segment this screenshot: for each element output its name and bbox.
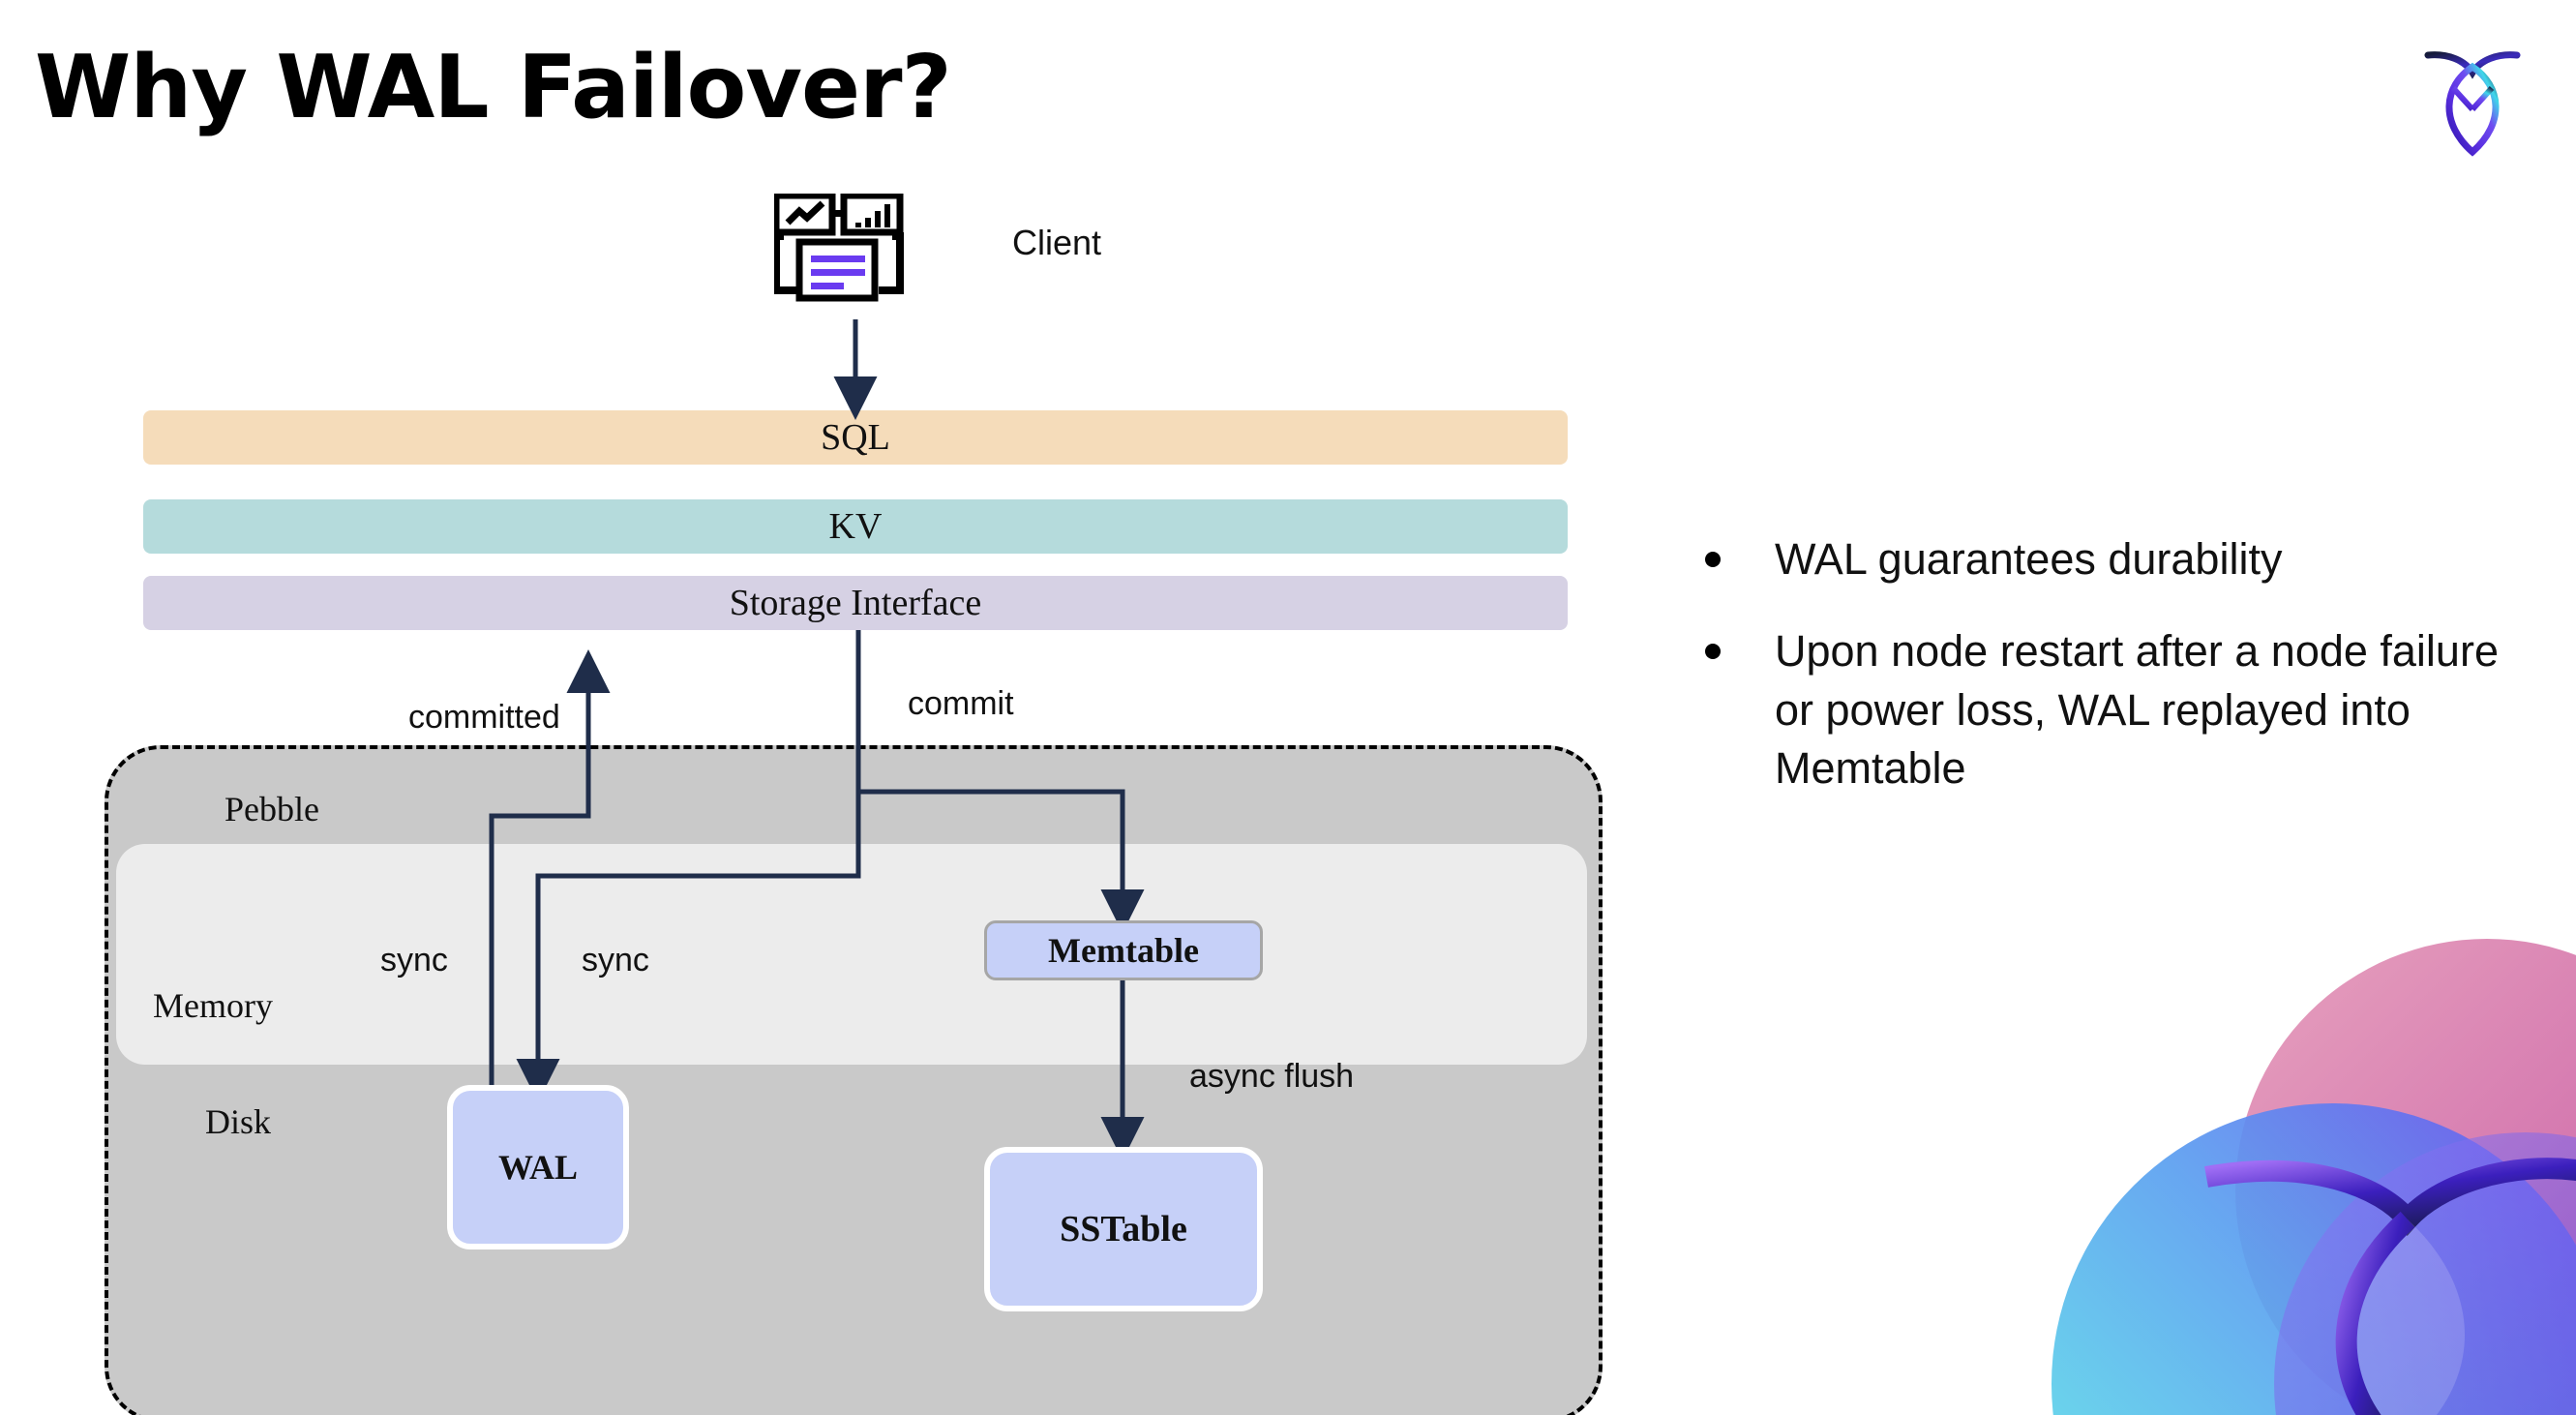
page-title: Why WAL Failover?: [35, 37, 952, 138]
edge-label-committed: committed: [408, 699, 560, 736]
client-label: Client: [1012, 223, 1102, 262]
layer-bar-storage-label: Storage Interface: [729, 583, 982, 623]
edge-label-sync-left: sync: [380, 942, 448, 978]
edge-label-commit: commit: [908, 685, 1014, 722]
overlapping-circles-graphic: [1945, 929, 2576, 1415]
layer-bar-sql-label: SQL: [821, 417, 890, 458]
edge-label-sync-right: sync: [582, 942, 649, 978]
memory-region: [116, 844, 1587, 1065]
bullet-text: WAL guarantees durability: [1775, 534, 2283, 584]
disk-label: Disk: [205, 1102, 272, 1141]
bullet-text: Upon node restart after a node failure o…: [1775, 625, 2499, 794]
list-item: WAL guarantees durability: [1705, 530, 2537, 589]
memory-label: Memory: [153, 986, 273, 1025]
node-memtable-label: Memtable: [1048, 931, 1199, 970]
layer-bar-storage-interface: Storage Interface: [143, 576, 1568, 630]
bullet-list: WAL guarantees durability Upon node rest…: [1705, 530, 2537, 831]
node-wal: WAL: [447, 1085, 629, 1249]
client-dashboard-icon: [772, 192, 929, 319]
node-sstable: SSTable: [984, 1147, 1263, 1311]
cockroachdb-logo-icon: [2414, 34, 2531, 160]
layer-bar-sql: SQL: [143, 410, 1568, 465]
bullet-dot-icon: [1705, 552, 1721, 567]
bullet-dot-icon: [1705, 643, 1721, 659]
list-item: Upon node restart after a node failure o…: [1705, 622, 2537, 798]
pebble-label: Pebble: [225, 790, 319, 828]
node-sstable-label: SSTable: [1060, 1209, 1187, 1249]
node-wal-label: WAL: [497, 1148, 579, 1187]
node-memtable: Memtable: [984, 920, 1263, 980]
layer-bar-kv-label: KV: [828, 506, 883, 547]
layer-bar-kv: KV: [143, 499, 1568, 554]
edge-label-async-flush: async flush: [1189, 1058, 1355, 1095]
